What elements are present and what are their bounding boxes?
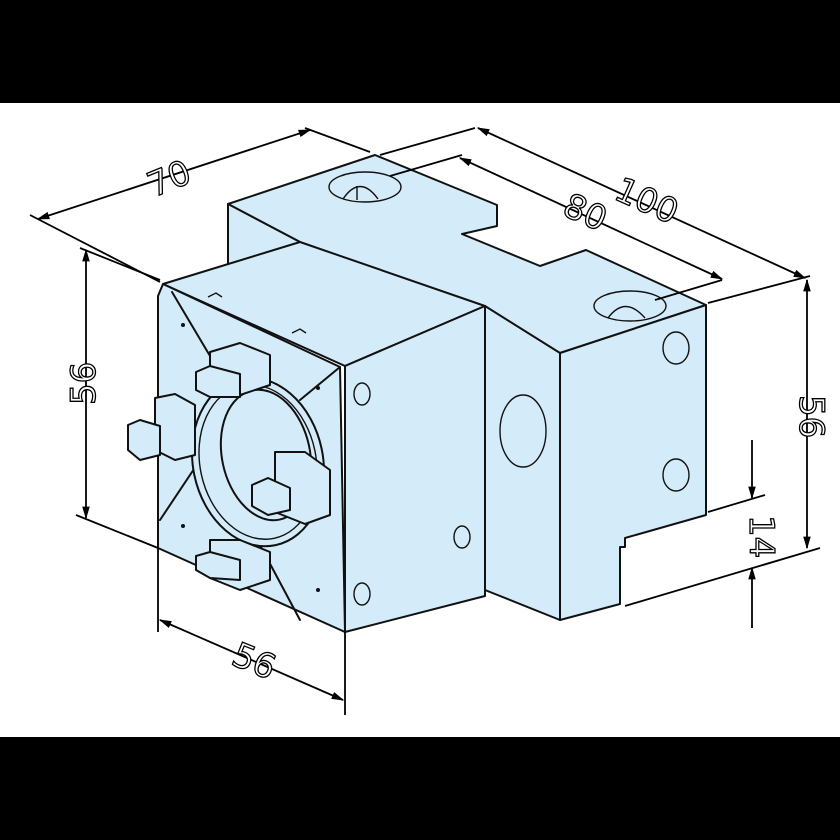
face-hole-tl [353, 382, 371, 406]
dim-label-14: 14 [741, 515, 781, 558]
jaw-top [195, 342, 271, 398]
dim-label-56-left: 56 [64, 362, 104, 405]
letterbox-top [0, 0, 840, 103]
jaw-bottom [195, 539, 271, 591]
dim-label-80: 80 [557, 186, 613, 240]
jaw-left [127, 393, 196, 461]
dimensions [29, 127, 821, 715]
dim-label-100: 100 [609, 170, 685, 233]
face-hole-bl [353, 582, 371, 606]
end-hole-lower [662, 458, 690, 492]
jaw-right [251, 451, 331, 525]
counterbore-hole-rear [328, 171, 402, 203]
dim-label-56-bottom: 56 [226, 635, 281, 688]
chuck-block [127, 241, 486, 633]
letterbox-bottom [0, 737, 840, 840]
counterbore-hole-front [593, 290, 667, 322]
dim-label-70: 70 [142, 153, 197, 206]
side-hole-large [499, 394, 547, 468]
dim-label-56-right: 56 [791, 395, 831, 438]
face-hole-br [453, 525, 471, 549]
end-hole-upper [662, 331, 690, 365]
